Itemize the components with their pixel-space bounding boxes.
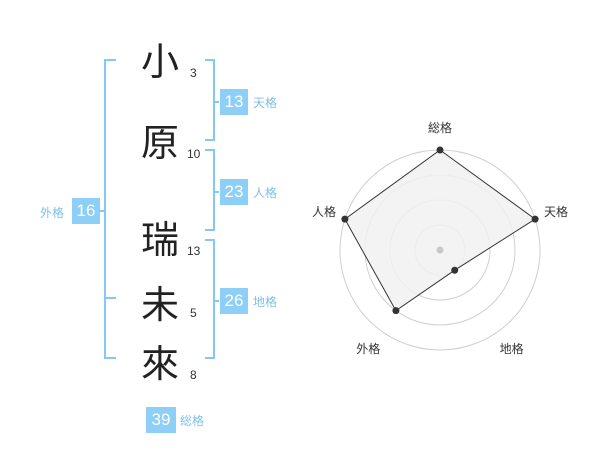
chikaku-value-box: 26 [220, 288, 248, 314]
stroke-count-5: 8 [190, 368, 197, 382]
soukaku-value-box: 39 [146, 407, 176, 433]
radar-axis-label-gaikaku: 外格 [356, 341, 381, 356]
tenkaku-value-box: 13 [220, 89, 248, 115]
radar-axis-label-chikaku: 地格 [499, 341, 524, 356]
jinkaku-bracket [205, 149, 219, 231]
radar-polygon [344, 149, 536, 312]
radar-axis-label-soukaku: 総格 [427, 121, 452, 135]
radar-point [392, 307, 400, 315]
radar-axis-label-tenkaku: 天格 [543, 205, 568, 220]
name-char-3: 瑞 [140, 218, 179, 262]
radar-axis-label-jinkaku: 人格 [311, 205, 336, 220]
jinkaku-label: 人格 [253, 186, 278, 200]
stroke-count-2: 10 [187, 147, 201, 161]
chikaku-label: 地格 [253, 295, 278, 309]
stroke-count-3: 13 [187, 244, 201, 258]
jinkaku-value-box: 23 [220, 179, 248, 205]
name-char-5: 來 [140, 342, 179, 386]
stroke-count-4: 5 [190, 306, 197, 320]
radar-center-dot [436, 246, 444, 254]
gaikaku-bracket [100, 59, 116, 359]
chikaku-bracket [205, 239, 219, 359]
name-char-4: 未 [140, 283, 179, 327]
tenkaku-bracket [205, 59, 219, 141]
stroke-count-1: 3 [190, 66, 197, 80]
tenkaku-label: 天格 [253, 96, 278, 110]
radar-point [341, 215, 349, 223]
soukaku-label: 総格 [180, 414, 205, 428]
radar-point [531, 215, 539, 223]
name-char-1: 小 [140, 40, 179, 84]
radar-point [451, 266, 459, 274]
radar-point [436, 146, 444, 154]
gaikaku-label: 外格 [40, 206, 65, 220]
name-char-2: 原 [140, 121, 179, 165]
gaikaku-value-box: 16 [72, 198, 100, 224]
